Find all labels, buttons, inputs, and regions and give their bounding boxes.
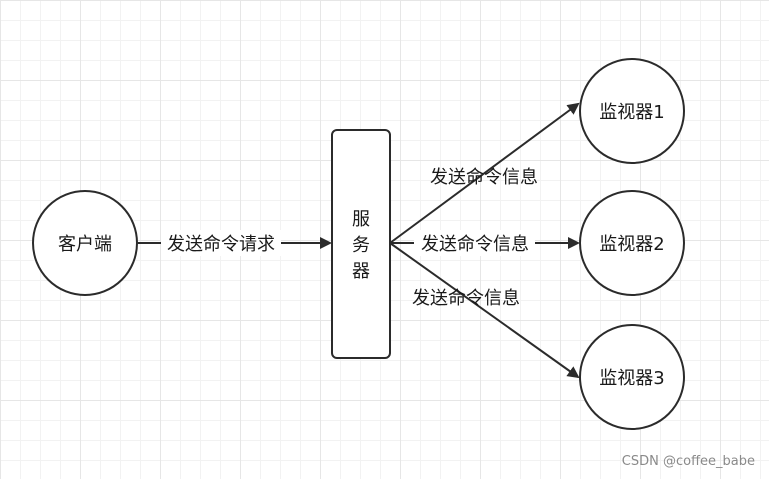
- server-label-char-1: 服: [352, 209, 370, 230]
- client-label: 客户端: [58, 234, 112, 255]
- client-node: [32, 190, 138, 296]
- server-node: [331, 129, 391, 359]
- edge-label-bg-client: [161, 230, 281, 256]
- monitor-2-label: 监视器2: [599, 234, 664, 255]
- monitor-3-label: 监视器3: [599, 368, 664, 389]
- monitor-2-node: [579, 190, 685, 296]
- edge-server-to-monitor-3: [389, 242, 580, 379]
- edge-label-client-to-server: 发送命令请求: [167, 234, 275, 255]
- monitor-1-node: [579, 58, 685, 164]
- monitor-3-node: [579, 324, 685, 430]
- edge-label-monitor-2: 发送命令信息: [421, 234, 529, 255]
- server-label-char-3: 器: [352, 261, 370, 282]
- watermark: CSDN @coffee_babe: [621, 454, 755, 469]
- server-label-char-2: 务: [352, 235, 370, 256]
- edge-label-bg-monitor-2: [414, 230, 535, 256]
- edge-label-monitor-1: 发送命令信息: [430, 167, 538, 188]
- edge-server-to-monitor-1: [389, 102, 580, 244]
- monitor-1-label: 监视器1: [599, 102, 664, 123]
- edge-label-monitor-3: 发送命令信息: [412, 288, 520, 309]
